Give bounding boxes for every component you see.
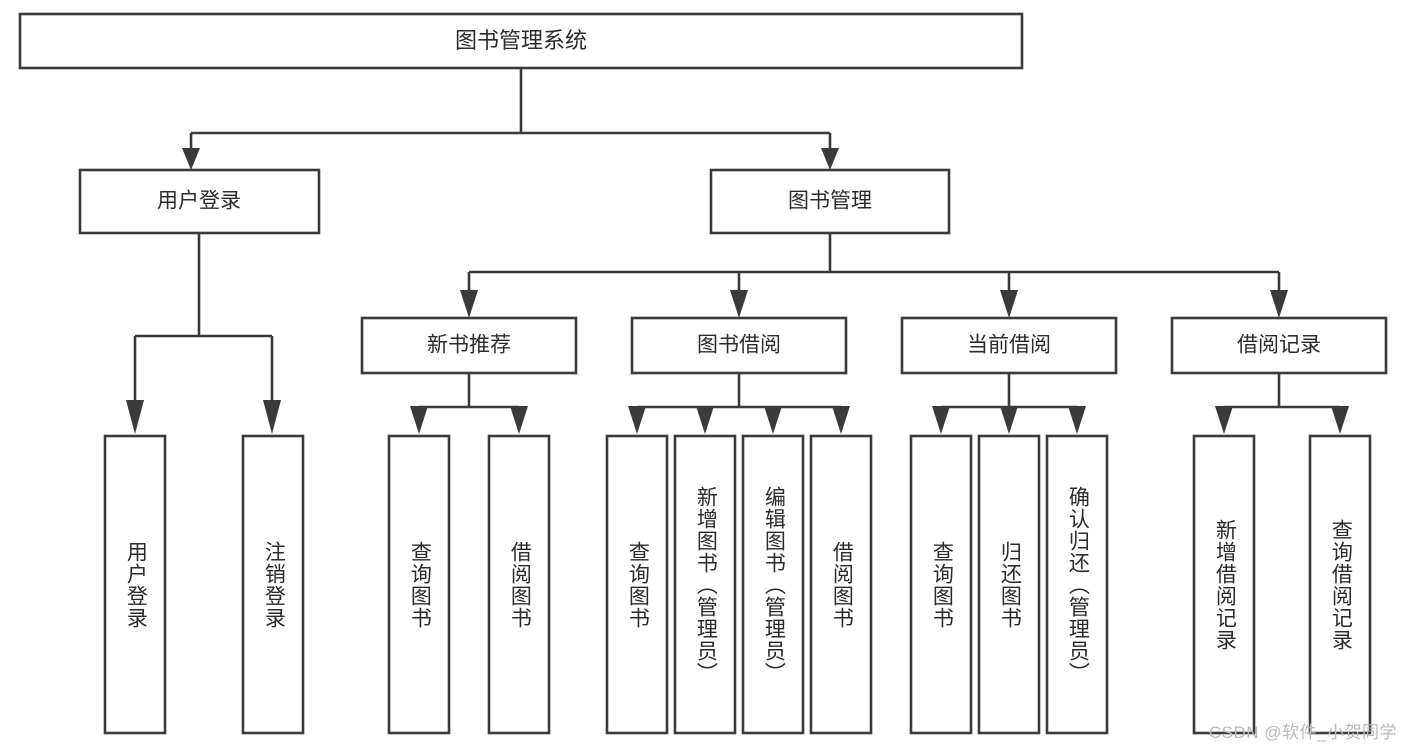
leaf-label: 新增借阅记录 xyxy=(1213,518,1237,651)
leaf-book-borrow-3-label-wrap: 编辑图书（管理员） xyxy=(762,485,786,684)
node-borrow-record-box[interactable] xyxy=(1170,316,1388,375)
leaf-label: 借阅图书 xyxy=(830,540,854,629)
leaf-user-login-2-box[interactable] xyxy=(241,434,305,735)
leaf-new-book-1-label-wrap: 查询图书 xyxy=(408,540,432,629)
leaf-node[interactable]: 注销登录 xyxy=(241,434,305,735)
leaf-user-login-2-label-wrap: 注销登录 xyxy=(262,540,286,629)
arrowhead-current-borrow xyxy=(1000,290,1018,318)
leaf-label: 注销登录 xyxy=(262,540,286,629)
node-new-book-recommend-label: 新书推荐 xyxy=(427,334,511,357)
leaf-book-borrow-2-box[interactable] xyxy=(673,434,737,735)
arrowhead-leaf-borrowrecord-2 xyxy=(1331,406,1349,434)
node-root-system[interactable]: 图书管理系统 xyxy=(18,12,1024,70)
node-book-management[interactable]: 图书管理 xyxy=(709,168,951,235)
arrowhead-leaf-bookborrow-2 xyxy=(696,406,714,434)
node-user-login-box[interactable] xyxy=(78,168,321,235)
node-user-login-label: 用户登录 xyxy=(157,190,241,213)
arrowhead-leaf-borrowrecord-1 xyxy=(1215,406,1233,434)
leaf-node[interactable]: 归还图书 xyxy=(977,434,1041,735)
leaf-node[interactable]: 新增图书（管理员） xyxy=(673,434,737,735)
node-root-label: 图书管理系统 xyxy=(455,28,587,53)
leaf-node[interactable]: 确认归还（管理员） xyxy=(1045,434,1109,735)
leaf-user-login-1-box[interactable] xyxy=(103,434,167,735)
arrowhead-leaf-bookborrow-3 xyxy=(764,406,782,434)
leaf-user-login-1-label-wrap: 用户登录 xyxy=(124,540,148,629)
node-new-book-recommend-box[interactable] xyxy=(360,316,578,375)
leaf-label: 归还图书 xyxy=(998,540,1022,629)
arrowhead-leaf-currentborrow-2 xyxy=(1000,406,1018,434)
arrowhead-leaf-user-login-1 xyxy=(126,400,144,434)
node-user-login[interactable]: 用户登录 xyxy=(78,168,321,235)
leaf-borrow-record-2-label-wrap: 查询借阅记录 xyxy=(1329,518,1353,651)
leaf-current-borrow-2-label-wrap: 归还图书 xyxy=(998,540,1022,629)
node-book-management-label: 图书管理 xyxy=(788,190,872,213)
leaf-current-borrow-3-label-wrap: 确认归还（管理员） xyxy=(1066,485,1090,684)
arrowhead-book-borrow xyxy=(730,290,748,318)
leaf-node[interactable]: 用户登录 xyxy=(103,434,167,735)
leaf-node[interactable]: 查询图书 xyxy=(605,434,669,735)
arrowhead-borrow-record xyxy=(1270,290,1288,318)
arrowhead-leaf-user-login-2 xyxy=(263,400,281,434)
leaf-book-borrow-4-box[interactable] xyxy=(809,434,873,735)
node-book-management-box[interactable] xyxy=(709,168,951,235)
node-book-borrow[interactable]: 图书借阅 xyxy=(630,316,848,375)
leaf-node[interactable]: 新增借阅记录 xyxy=(1192,434,1256,735)
leaf-new-book-2-label-wrap: 借阅图书 xyxy=(508,540,532,629)
leaf-node[interactable]: 查询借阅记录 xyxy=(1308,434,1372,735)
node-root-box[interactable] xyxy=(18,12,1024,70)
leaf-node[interactable]: 查询图书 xyxy=(387,434,451,735)
leaf-node[interactable]: 借阅图书 xyxy=(487,434,551,735)
node-current-borrow[interactable]: 当前借阅 xyxy=(900,316,1118,375)
leaf-current-borrow-1-box[interactable] xyxy=(909,434,973,735)
leaf-borrow-record-2-box[interactable] xyxy=(1308,434,1372,735)
arrowhead-user-login xyxy=(182,148,200,170)
leaf-node[interactable]: 借阅图书 xyxy=(809,434,873,735)
leaf-borrow-record-1-box[interactable] xyxy=(1192,434,1256,735)
leaf-new-book-2-box[interactable] xyxy=(487,434,551,735)
leaf-label: 查询借阅记录 xyxy=(1329,518,1353,651)
node-book-borrow-box[interactable] xyxy=(630,316,848,375)
arrowhead-leaf-newbook-2 xyxy=(510,406,528,434)
leaf-current-borrow-2-box[interactable] xyxy=(977,434,1041,735)
leaf-label: 借阅图书 xyxy=(508,540,532,629)
node-current-borrow-label: 当前借阅 xyxy=(967,334,1051,357)
leaf-book-borrow-2-label-wrap: 新增图书（管理员） xyxy=(694,485,718,684)
node-borrow-record[interactable]: 借阅记录 xyxy=(1170,316,1388,375)
leaf-label: 用户登录 xyxy=(124,540,148,629)
leaf-book-borrow-3-box[interactable] xyxy=(741,434,805,735)
leaf-label: 编辑图书（管理员） xyxy=(762,485,786,684)
leaf-borrow-record-1-label-wrap: 新增借阅记录 xyxy=(1213,518,1237,651)
arrowhead-book-mgmt xyxy=(821,148,839,170)
leaf-new-book-1-box[interactable] xyxy=(387,434,451,735)
leaf-book-borrow-1-box[interactable] xyxy=(605,434,669,735)
arrowhead-leaf-bookborrow-1 xyxy=(628,406,646,434)
leaf-current-borrow-3-box[interactable] xyxy=(1045,434,1109,735)
leaf-node[interactable]: 查询图书 xyxy=(909,434,973,735)
leaf-label: 确认归还（管理员） xyxy=(1066,485,1090,684)
leaf-book-borrow-4-label-wrap: 借阅图书 xyxy=(830,540,854,629)
node-borrow-record-label: 借阅记录 xyxy=(1237,334,1321,357)
arrowhead-leaf-currentborrow-3 xyxy=(1068,406,1086,434)
leaf-book-borrow-1-label-wrap: 查询图书 xyxy=(626,540,650,629)
arrowhead-leaf-bookborrow-4 xyxy=(832,406,850,434)
leaf-label: 新增图书（管理员） xyxy=(694,485,718,684)
node-new-book-recommend[interactable]: 新书推荐 xyxy=(360,316,578,375)
leaf-node[interactable]: 编辑图书（管理员） xyxy=(741,434,805,735)
node-book-borrow-label: 图书借阅 xyxy=(697,334,781,357)
leaf-label: 查询图书 xyxy=(930,540,954,629)
connector-layer xyxy=(126,68,1349,434)
node-current-borrow-box[interactable] xyxy=(900,316,1118,375)
arrowhead-leaf-currentborrow-1 xyxy=(932,406,950,434)
leaf-current-borrow-1-label-wrap: 查询图书 xyxy=(930,540,954,629)
leaf-label: 查询图书 xyxy=(408,540,432,629)
arrowhead-new-book-recommend xyxy=(460,290,478,318)
leaf-label: 查询图书 xyxy=(626,540,650,629)
arrowhead-leaf-newbook-1 xyxy=(410,406,428,434)
